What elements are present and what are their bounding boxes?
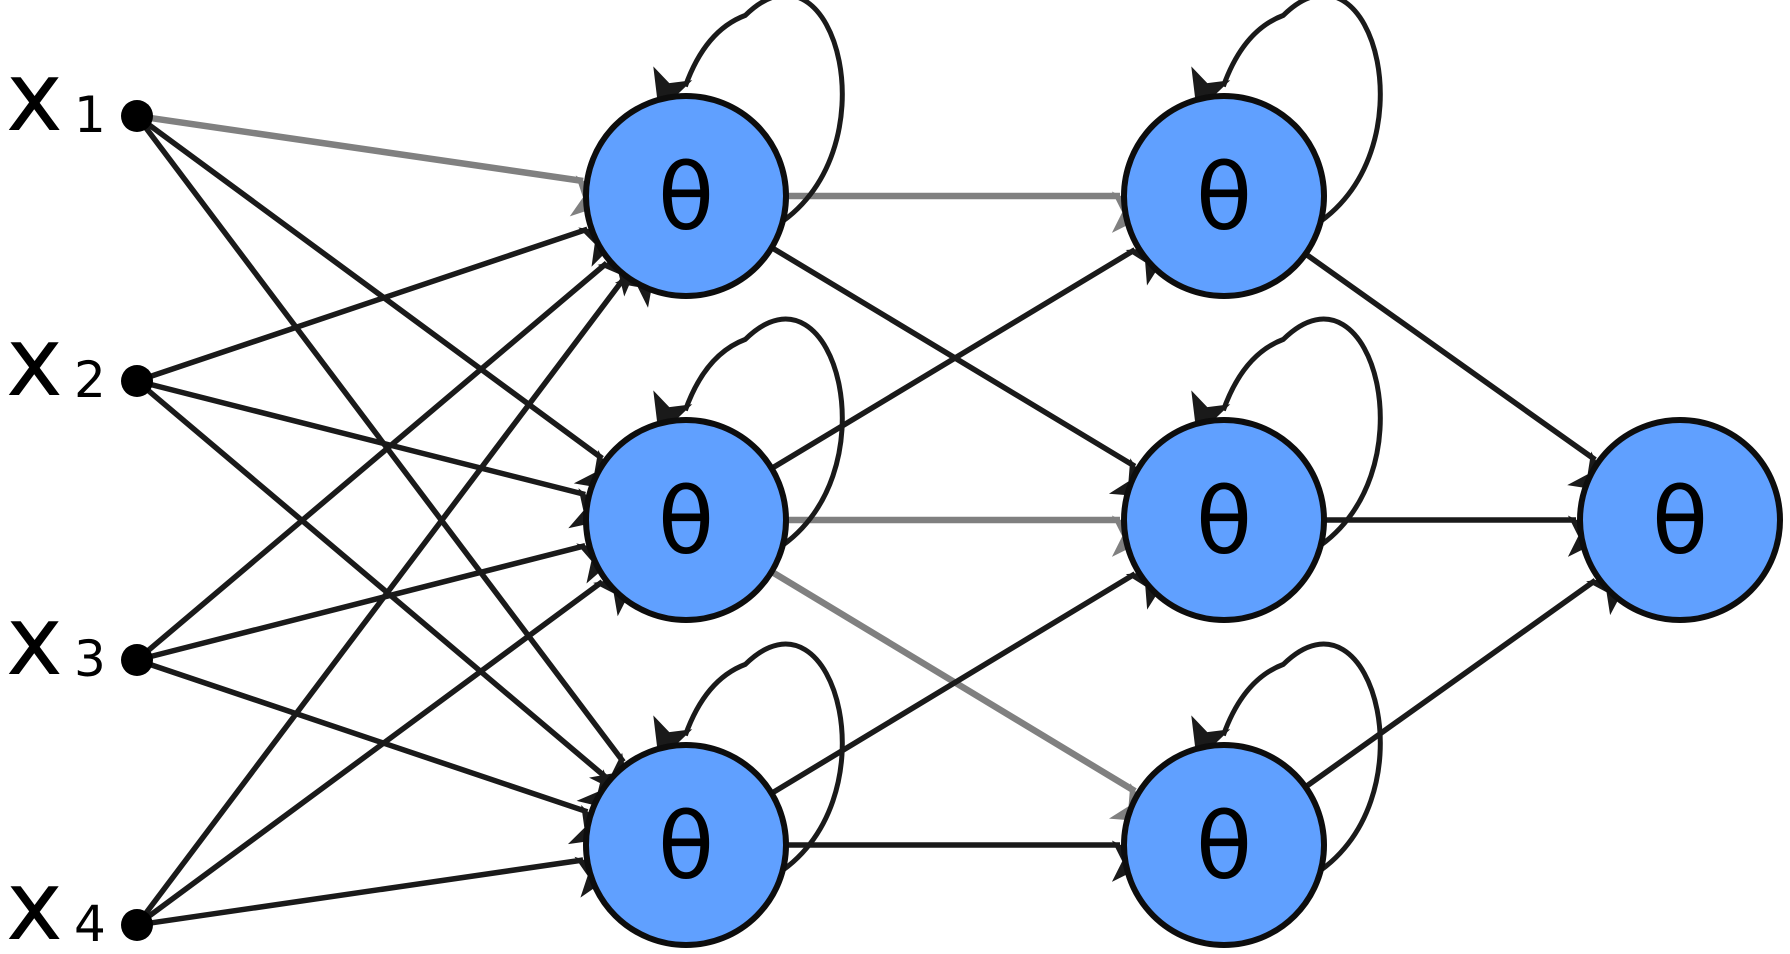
edge-x2-to-h1-3 <box>141 384 622 812</box>
edge-x1-to-h1-1 <box>144 113 614 217</box>
neuron-circle <box>1577 417 1783 623</box>
edge-h1-3-to-h2-2 <box>770 570 1172 796</box>
neuron-label: θ <box>1196 793 1252 900</box>
neuron-circle <box>583 93 789 299</box>
edge-h2-3-to-out <box>1303 574 1632 790</box>
neuron-h2-3: θ <box>1121 742 1327 948</box>
neuron-circle <box>1121 417 1327 623</box>
neuron-h2-2: θ <box>1121 417 1327 623</box>
self-loop-h1-3 <box>653 641 845 880</box>
edge-x2-to-h1-1 <box>143 226 625 382</box>
input-subscript: 2 <box>74 351 106 409</box>
self-loop-h2-3 <box>1191 641 1383 880</box>
self-loops-layer <box>653 0 1383 880</box>
input-dot <box>121 365 153 397</box>
input-dot <box>121 100 153 132</box>
input-label: x <box>6 306 63 418</box>
input-label: x <box>6 41 63 153</box>
neuron-label: θ <box>1652 468 1708 575</box>
edge-h1-2-to-h2-1 <box>770 246 1172 471</box>
neuron-out: θ <box>1577 417 1783 623</box>
edge-x1-to-h1-2 <box>141 118 620 492</box>
edge-x4-to-h1-3 <box>144 856 619 927</box>
neuron-h1-3: θ <box>583 742 789 948</box>
self-loop-h2-1 <box>1191 0 1383 231</box>
input-dot <box>121 644 153 676</box>
neurons-layer: θ θ θ θ θ θ θ <box>583 93 1783 948</box>
edge-x2-to-h1-2 <box>144 380 614 529</box>
edges-layer <box>139 113 1632 927</box>
edge-x4-to-h1-2 <box>141 574 639 923</box>
edge-x3-to-h1-1 <box>141 253 643 657</box>
neuron-circle <box>1121 93 1327 299</box>
input-dot <box>121 909 153 941</box>
edge-x3-to-h1-3 <box>143 659 614 845</box>
neuron-circle <box>583 742 789 948</box>
neuron-label: θ <box>1196 144 1252 251</box>
neuron-circle <box>583 417 789 623</box>
self-loop-h1-2 <box>653 316 845 555</box>
edge-x4-to-h1-1 <box>139 262 657 921</box>
neuron-label: θ <box>658 144 714 251</box>
neuron-label: θ <box>1196 468 1252 575</box>
edge-h2-1-to-out <box>1303 251 1613 493</box>
neuron-label: θ <box>658 793 714 900</box>
neuron-label: θ <box>658 468 714 575</box>
input-label: x <box>6 850 63 954</box>
self-loop-h1-1 <box>653 0 845 231</box>
input-subscript: 3 <box>74 630 106 688</box>
neuron-circle <box>1121 742 1327 948</box>
self-loop-h2-2 <box>1191 316 1383 555</box>
input-subscript: 4 <box>74 895 106 953</box>
edge-x3-to-h1-2 <box>144 543 622 661</box>
neuron-h2-1: θ <box>1121 93 1327 299</box>
input-subscript: 1 <box>74 86 106 144</box>
neuron-h1-2: θ <box>583 417 789 623</box>
input-label: x <box>6 585 63 697</box>
neuron-h1-1: θ <box>583 93 789 299</box>
